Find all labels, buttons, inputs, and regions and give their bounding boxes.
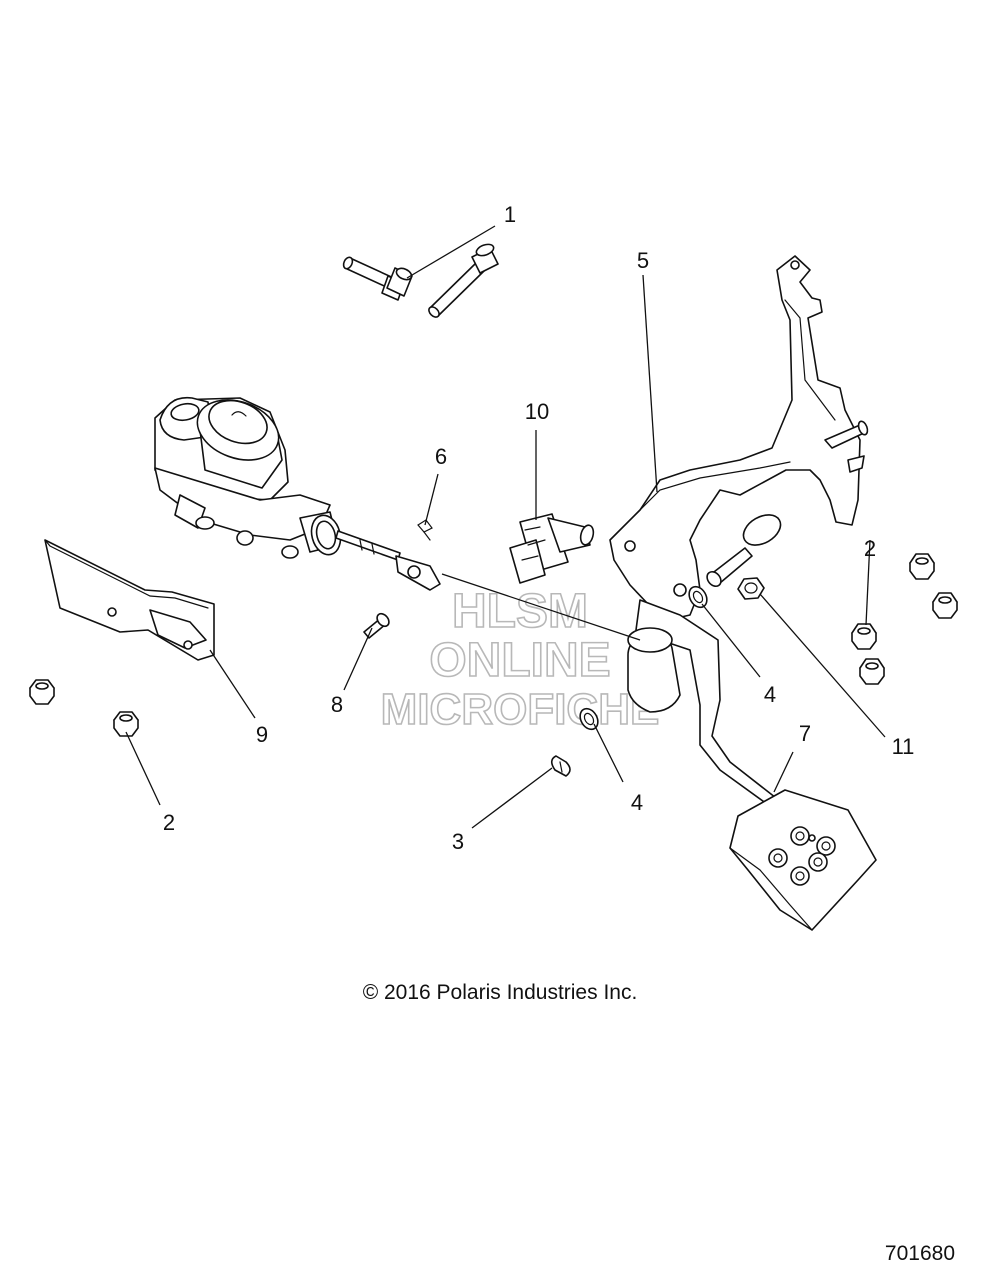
callout-3: 3 bbox=[452, 829, 464, 854]
part-2-nut-right-d bbox=[932, 592, 958, 619]
part-2-nut-right-c bbox=[909, 553, 935, 580]
callout-2-right: 2 bbox=[864, 536, 876, 561]
part-11-nut bbox=[737, 577, 765, 600]
part-5-bracket bbox=[609, 255, 869, 621]
watermark-line3: MICROFICHE bbox=[381, 685, 660, 734]
callout-2-left: 2 bbox=[163, 810, 175, 835]
part-7-pedal bbox=[627, 599, 877, 931]
bolt-upper bbox=[342, 256, 413, 301]
callout-6: 6 bbox=[435, 444, 447, 469]
callout-7: 7 bbox=[799, 721, 811, 746]
assembly-line bbox=[441, 573, 641, 641]
master-cylinder bbox=[154, 396, 441, 591]
watermark-line2: ONLINE bbox=[429, 634, 610, 687]
part-1-bolts bbox=[342, 243, 499, 318]
leader-lines bbox=[125, 225, 886, 829]
part-4-bushing-lower bbox=[579, 707, 599, 731]
part-2-nut-left-b bbox=[113, 711, 139, 737]
part-2-nut-right-b bbox=[859, 658, 885, 685]
part-2-nut-right-a bbox=[851, 623, 877, 650]
part-10-switch bbox=[509, 513, 595, 584]
watermark-line1: HLSM bbox=[452, 585, 588, 638]
part-2-nut-left-a bbox=[29, 679, 55, 705]
callout-5: 5 bbox=[637, 248, 649, 273]
part-9-shield bbox=[44, 539, 215, 661]
callout-4-lower: 4 bbox=[631, 790, 643, 815]
copyright-text: © 2016 Polaris Industries Inc. bbox=[362, 981, 638, 1004]
callout-11: 11 bbox=[892, 734, 915, 759]
callout-8: 8 bbox=[331, 692, 343, 717]
callout-9: 9 bbox=[256, 722, 268, 747]
callout-1: 1 bbox=[504, 202, 516, 227]
watermark: HLSM ONLINE MICROFICHE bbox=[380, 584, 660, 735]
pedal-pad-bolts bbox=[768, 826, 836, 886]
part-8-pin bbox=[363, 612, 390, 639]
callout-4-upper: 4 bbox=[764, 682, 776, 707]
callouts: 1 5 10 6 2 4 8 9 11 7 4 2 3 bbox=[163, 202, 915, 854]
part-3-eclip bbox=[550, 755, 571, 777]
callout-10: 10 bbox=[525, 399, 549, 424]
part-6-clip bbox=[417, 519, 433, 541]
bolt-lower bbox=[428, 243, 499, 318]
figure-number: 701680 bbox=[884, 1242, 955, 1265]
